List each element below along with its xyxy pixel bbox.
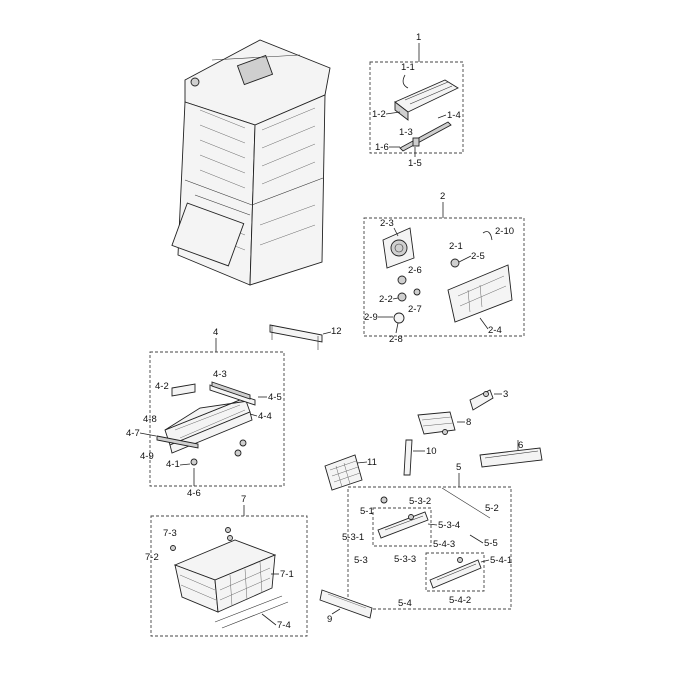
label-7: 7 [241, 494, 246, 505]
group-7-frame [150, 515, 308, 637]
part-12-handle: 12 [269, 324, 342, 350]
control-module-part [394, 79, 459, 121]
label-2-6: 2-6 [408, 265, 422, 276]
assembly-7: 7 7-1 7-2 7-3 7-4 [145, 494, 308, 637]
label-2-5: 2-5 [471, 251, 485, 262]
label-1-5: 1-5 [408, 158, 422, 169]
label-2-8: 2-8 [389, 334, 403, 345]
part-10-duct: 10 [403, 439, 437, 476]
label-2: 2 [440, 191, 445, 202]
label-10: 10 [426, 446, 437, 457]
label-6: 6 [518, 440, 523, 451]
label-4-5: 4-5 [268, 392, 282, 403]
label-4-3: 4-3 [213, 369, 227, 380]
label-7-3: 7-3 [163, 528, 177, 539]
label-7-1: 7-1 [280, 569, 294, 580]
label-4-8: 4-8 [143, 414, 157, 425]
label-2-3: 2-3 [380, 218, 394, 229]
label-5-3-1: 5-3-1 [342, 532, 364, 543]
assembly-2: 2 2-1 2-2 2-3 2-4 2-5 2-6 2-7 2-8 2-9 [363, 191, 525, 345]
label-5-3-3: 5-3-3 [394, 554, 416, 565]
label-5-5: 5-5 [484, 538, 498, 549]
label-2-1: 2-1 [449, 241, 463, 252]
label-3: 3 [503, 389, 508, 400]
part-8-cover: 8 [417, 411, 471, 435]
label-4-1: 4-1 [166, 459, 180, 470]
label-5-4-1: 5-4-1 [490, 555, 512, 566]
label-9: 9 [327, 614, 332, 625]
drawer-rail-part [211, 381, 251, 400]
part-9-cover: 9 [319, 589, 373, 625]
label-4-7: 4-7 [126, 428, 140, 439]
label-4-2: 4-2 [155, 381, 169, 392]
label-8: 8 [466, 417, 471, 428]
assembly-5: 5 5-1 5-2 5-3 5-3-1 5-3-2 5-3-3 5-3-4 5-… [342, 462, 512, 610]
label-1: 1 [416, 32, 421, 43]
label-4-6: 4-6 [187, 488, 201, 499]
refrigerator-cabinet [171, 39, 331, 286]
assembly-4: 4 4-1 4-2 4-3 4-4 4-5 4-6 4-7 4-8 4-9 [126, 327, 285, 499]
label-12: 12 [331, 326, 342, 337]
fan-housing-part [382, 227, 415, 269]
label-4-9: 4-9 [140, 451, 154, 462]
label-2-4: 2-4 [488, 325, 502, 336]
label-2-10: 2-10 [495, 226, 514, 237]
label-5-3: 5-3 [354, 555, 368, 566]
drawer-slide-lower-part [429, 559, 482, 589]
part-3-bracket: 3 [469, 389, 508, 411]
label-2-7: 2-7 [408, 304, 422, 315]
label-5-4: 5-4 [398, 598, 412, 609]
label-5-4-3: 5-4-3 [433, 539, 455, 550]
group-5-frame [347, 486, 512, 610]
label-2-9: 2-9 [364, 312, 378, 323]
group-2-frame [363, 217, 525, 337]
label-7-4: 7-4 [277, 620, 291, 631]
evaporator-cover-part [447, 264, 513, 323]
label-5-3-2: 5-3-2 [409, 496, 431, 507]
drawer-slide-upper-part [377, 511, 429, 539]
group-4-frame [149, 351, 285, 487]
label-4: 4 [213, 327, 218, 338]
label-5: 5 [456, 462, 461, 473]
label-1-4: 1-4 [447, 110, 461, 121]
part-11-filter: 11 [324, 454, 377, 491]
label-5-1: 5-1 [360, 506, 374, 517]
assembly-1: 1 1-1 1-2 1-3 1-4 1-5 1-6 [369, 32, 464, 169]
label-11: 11 [367, 457, 377, 468]
group-1-frame [369, 61, 464, 154]
freezer-basket-part [173, 539, 277, 613]
label-5-2: 5-2 [485, 503, 499, 514]
label-1-6: 1-6 [375, 142, 389, 153]
label-1-2: 1-2 [372, 109, 386, 120]
part-6-rail: 6 [479, 440, 543, 468]
label-5-4-2: 5-4-2 [449, 595, 471, 606]
label-1-1: 1-1 [401, 62, 415, 73]
label-7-2: 7-2 [145, 552, 159, 563]
label-5-3-4: 5-3-4 [438, 520, 460, 531]
label-4-4: 4-4 [258, 411, 272, 422]
label-2-2: 2-2 [379, 294, 393, 305]
label-1-3: 1-3 [399, 127, 413, 138]
